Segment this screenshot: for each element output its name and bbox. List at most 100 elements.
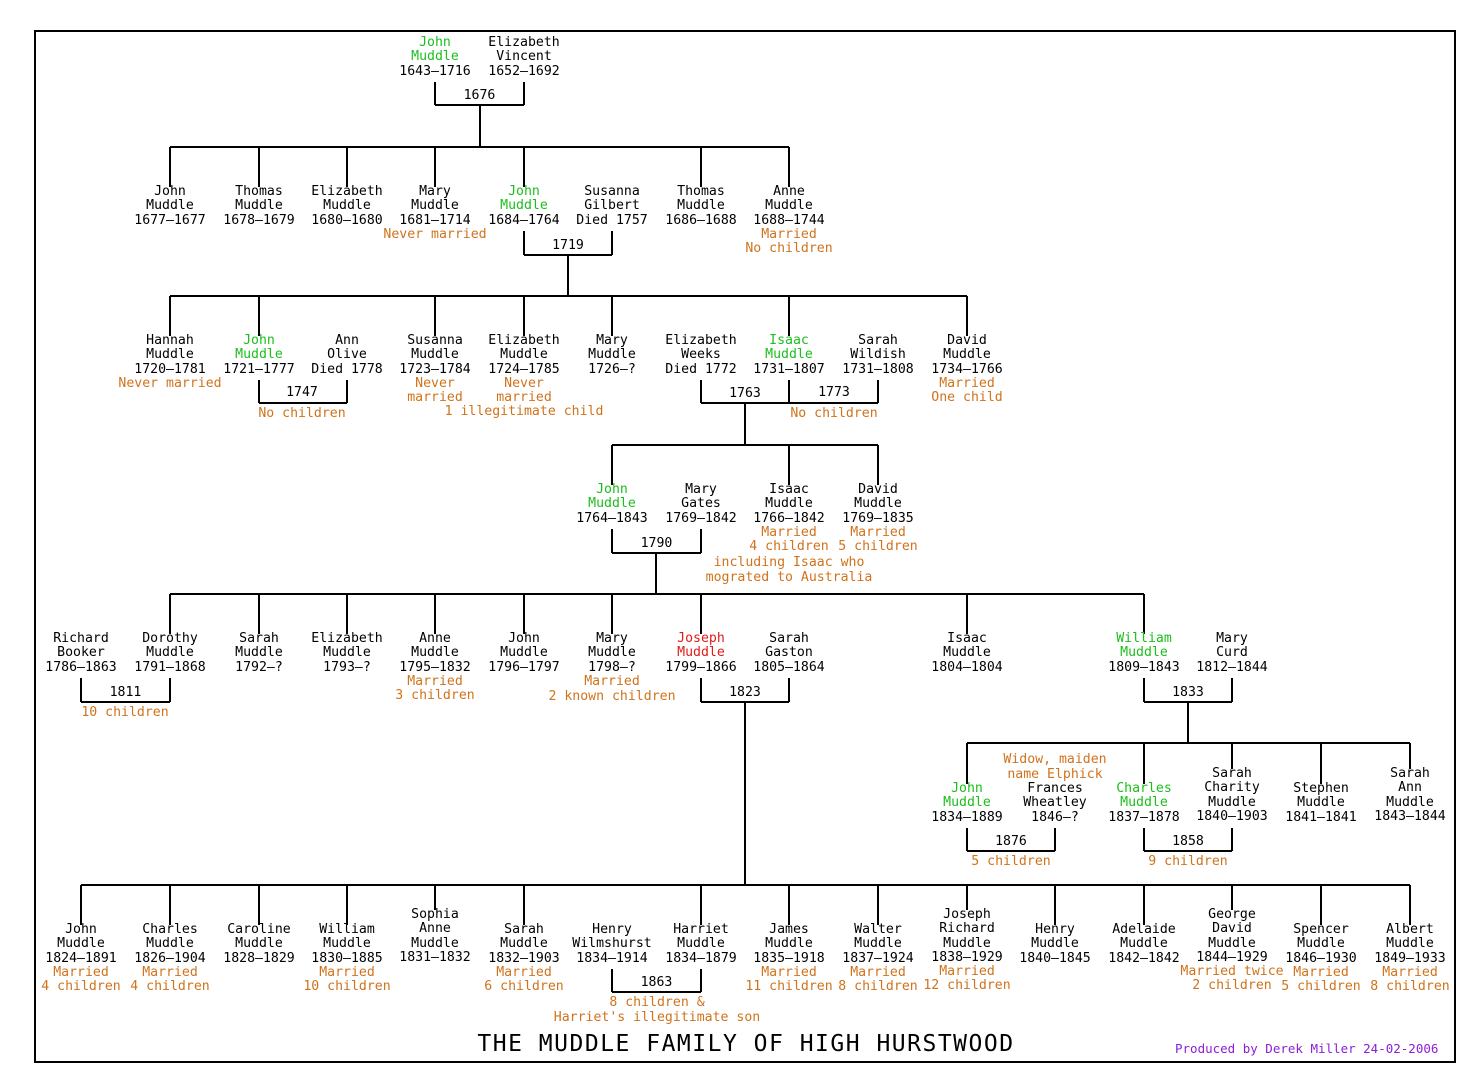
person-note: 5 children xyxy=(1281,979,1361,995)
person-name: Anne xyxy=(773,184,805,199)
annotation-line: mograted to Australia xyxy=(705,569,873,585)
person-name: Charity xyxy=(1204,780,1260,796)
person-dates: 1812–1844 xyxy=(1196,659,1268,675)
person-name: John xyxy=(419,35,451,50)
person-note: married xyxy=(407,390,463,406)
annotation-mary1798_extra: 2 known children xyxy=(548,689,676,705)
marriage-note-line: 5 children xyxy=(971,854,1051,869)
person-name: Susanna xyxy=(584,184,640,199)
person-name: Mary xyxy=(419,184,451,199)
person-note: 4 children xyxy=(41,979,121,995)
person-note: Married xyxy=(761,226,817,242)
person-name: Charles xyxy=(1116,781,1172,796)
person-note: 4 children xyxy=(130,979,210,995)
person-dates: 1796–1797 xyxy=(488,659,560,675)
person-name: Richard xyxy=(939,921,995,937)
person-dates: 1769–1842 xyxy=(665,510,737,526)
person-name: Muddle xyxy=(1120,795,1168,811)
person-name: Muddle xyxy=(1208,935,1256,951)
person-note: Married xyxy=(496,964,552,980)
marriage-note-m1773: No children xyxy=(790,406,878,422)
person-name: Muddle xyxy=(765,936,813,952)
marriage-year-m1858: 1858 xyxy=(1172,834,1204,849)
person-dates: 1726–? xyxy=(588,361,636,377)
person-dates: 1842–1842 xyxy=(1108,950,1180,966)
person-dates: 1837–1878 xyxy=(1108,809,1180,825)
person-dates: 1846–? xyxy=(1031,809,1079,825)
marriage-year-m1823: 1823 xyxy=(729,685,761,700)
person-note: Never married xyxy=(383,226,487,242)
person-name: Ann xyxy=(1398,780,1422,796)
marriage-note-m1747: No children xyxy=(258,406,345,422)
person-note: Married xyxy=(1382,964,1438,980)
marriage-year-m1763: 1763 xyxy=(729,386,761,401)
person-name: Vincent xyxy=(496,49,552,65)
person-name: Sarah xyxy=(1212,766,1252,781)
person-name: Muddle xyxy=(411,935,459,951)
person-dates: 1840–1903 xyxy=(1196,808,1268,824)
person-dates: 1678–1679 xyxy=(223,212,295,228)
person-dates: 1791–1868 xyxy=(134,659,206,675)
person-name: Frances xyxy=(1027,781,1083,796)
person-name: Thomas xyxy=(677,184,725,199)
person-note: Married xyxy=(1293,964,1349,980)
person-name: Isaac xyxy=(769,333,809,348)
person-dates: 1844–1929 xyxy=(1196,949,1268,965)
person-note: 2 children xyxy=(1192,978,1272,994)
person-name: Muddle xyxy=(1386,936,1434,952)
person-name: Muddle xyxy=(1120,936,1168,952)
person-note: Never married xyxy=(118,375,222,391)
person-name: Caroline xyxy=(227,922,291,937)
person-name: John xyxy=(596,482,628,497)
annotation-line: Widow, maiden xyxy=(1003,752,1107,767)
person-note: Never xyxy=(415,375,455,391)
person-dates: 1792–? xyxy=(235,659,283,675)
person-dates: 1828–1829 xyxy=(223,950,295,966)
person-name: Muddle xyxy=(1208,794,1256,810)
person-name: John xyxy=(154,184,186,199)
person-dates: 1721–1777 xyxy=(223,361,295,377)
marriage-note-line: No children xyxy=(790,406,878,421)
person-name: Muddle xyxy=(235,936,283,952)
marriage-year-m1811: 1811 xyxy=(109,685,142,700)
person-dates: 1795–1832 xyxy=(399,659,471,675)
person-name: William xyxy=(319,922,375,937)
marriage-note-line: 8 children & xyxy=(609,995,705,1010)
person-name: Elizabeth xyxy=(665,333,737,348)
annotation-line: 2 known children xyxy=(548,689,676,704)
person-dates: 1688–1744 xyxy=(753,212,825,228)
person-dates: 1652–1692 xyxy=(488,63,560,79)
person-name: Muddle xyxy=(943,935,991,951)
person-name: Curd xyxy=(1216,645,1248,661)
person-note: Married xyxy=(53,964,109,980)
person-name: Sarah xyxy=(1390,766,1430,781)
marriage-note-m1858: 9 children xyxy=(1148,854,1227,870)
annotation-eliz1724_extra: 1 illegitimate child xyxy=(445,404,604,420)
person-name: John xyxy=(65,922,97,937)
person-name: Mary xyxy=(596,631,628,646)
person-name: John xyxy=(508,631,540,646)
chart-border xyxy=(34,30,1456,1063)
person-note: 4 children xyxy=(749,539,829,555)
person-dates: 1731–1807 xyxy=(753,361,825,377)
marriage-year-m1676: 1676 xyxy=(463,88,496,103)
person-name: Muddle xyxy=(146,936,194,952)
person-name: Sarah xyxy=(858,333,898,348)
person-dates: 1724–1785 xyxy=(488,361,560,377)
